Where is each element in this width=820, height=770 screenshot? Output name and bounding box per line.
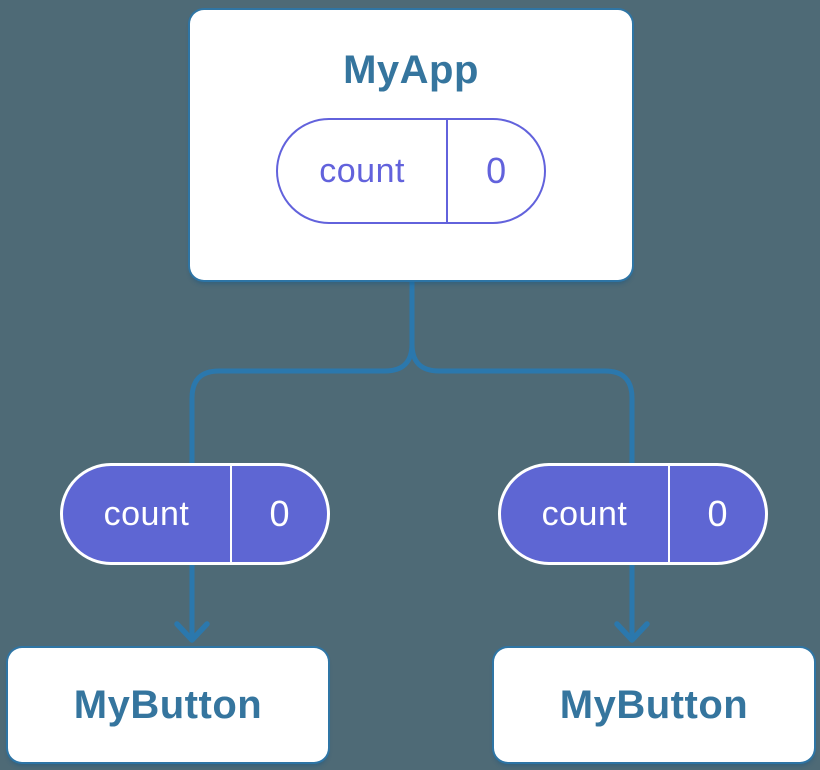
myapp-card: MyApp count 0 [190, 10, 632, 280]
prop-name-label: count [501, 466, 670, 562]
prop-pill-left: count 0 [60, 463, 330, 565]
mybutton-card-left: MyButton [8, 648, 328, 762]
prop-value-label: 0 [269, 493, 290, 534]
myapp-title: MyApp [343, 48, 479, 92]
mybutton-title: MyButton [559, 683, 749, 727]
arrow-down-left-icon [174, 621, 210, 643]
prop-name-label: count [63, 466, 232, 562]
arrow-down-right-icon [614, 621, 650, 643]
state-name-label: count [278, 120, 449, 222]
prop-value-label: 0 [707, 493, 728, 534]
state-value-label: 0 [486, 150, 507, 191]
mybutton-card-right: MyButton [494, 648, 814, 762]
prop-pill-right: count 0 [498, 463, 768, 565]
myapp-state-pill: count 0 [276, 118, 546, 224]
mybutton-title: MyButton [73, 683, 263, 727]
